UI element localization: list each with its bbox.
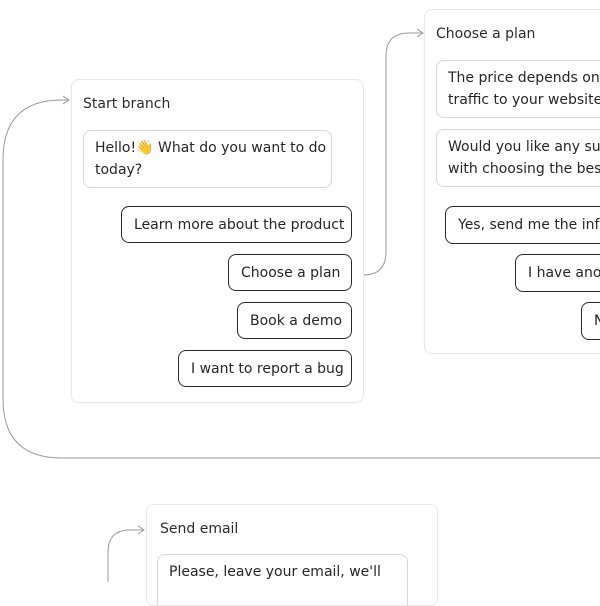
connector-arrow-start <box>62 95 70 105</box>
choose-plan-card[interactable]: Choose a plan The price depends on t tra… <box>424 9 600 354</box>
option-learn-more-button[interactable]: Learn more about the product <box>121 206 352 243</box>
option-choose-plan-button[interactable]: Choose a plan <box>228 254 352 291</box>
start-branch-title: Start branch <box>83 96 171 112</box>
option-no-button[interactable]: N <box>581 302 600 340</box>
option-report-bug-button[interactable]: I want to report a bug <box>178 350 352 387</box>
connector-choose-plan <box>362 32 422 276</box>
send-email-line1: Please, leave your email, we'll <box>169 564 381 580</box>
connector-arrow-send-email <box>137 525 145 535</box>
plan-price-line2: traffic to your website. <box>448 92 600 108</box>
plan-price-bubble: The price depends on t traffic to your w… <box>436 60 600 118</box>
start-message-line2: today? <box>95 162 143 178</box>
start-message-line1: Hello!👋 What do you want to do <box>95 140 327 156</box>
option-send-info-button[interactable]: Yes, send me the info <box>445 206 600 244</box>
connector-send-email <box>107 529 143 582</box>
plan-support-bubble: Would you like any sup with choosing the… <box>436 129 600 187</box>
send-email-bubble: Please, leave your email, we'll <box>157 554 408 605</box>
choose-plan-title: Choose a plan <box>436 26 536 42</box>
plan-support-line1: Would you like any sup <box>448 139 600 155</box>
start-message-bubble: Hello!👋 What do you want to do today? <box>83 130 332 188</box>
plan-price-line1: The price depends on t <box>448 70 600 86</box>
flow-canvas: Start branch Hello!👋 What do you want to… <box>2 9 600 606</box>
start-branch-card[interactable]: Start branch Hello!👋 What do you want to… <box>71 79 364 403</box>
option-have-another-button[interactable]: I have anot <box>515 254 600 292</box>
connector-arrow-choose-plan <box>416 28 424 38</box>
option-book-demo-button[interactable]: Book a demo <box>237 302 352 339</box>
send-email-card[interactable]: Send email Please, leave your email, we'… <box>146 504 438 606</box>
send-email-title: Send email <box>160 521 239 537</box>
plan-support-line2: with choosing the best <box>448 161 600 177</box>
